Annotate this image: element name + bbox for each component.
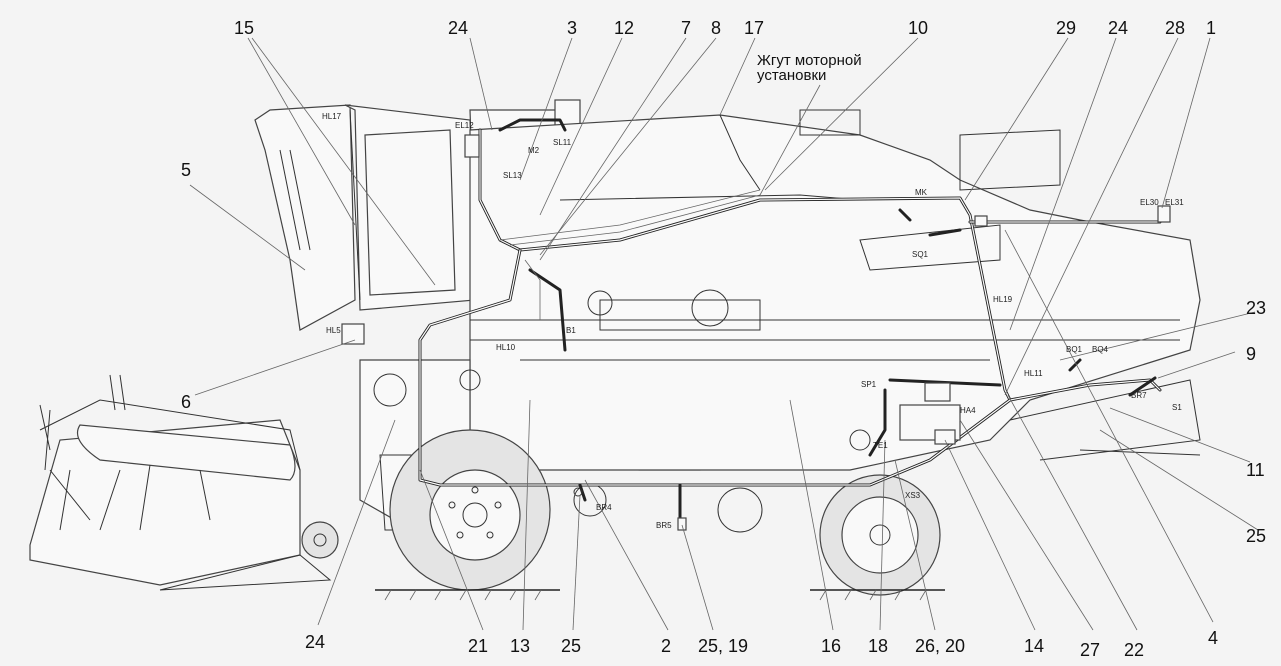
callout-9: 9 xyxy=(1246,344,1256,364)
tag-hl17: HL17 xyxy=(322,112,342,121)
callout-18: 18 xyxy=(868,636,888,656)
tag-mk: MK xyxy=(915,188,928,197)
callout-25-bottom: 25 xyxy=(561,636,581,656)
callout-23: 23 xyxy=(1246,298,1266,318)
tag-br4: BR4 xyxy=(596,503,612,512)
callout-15: 15 xyxy=(234,18,254,38)
header-reel xyxy=(29,374,339,591)
callout-2: 2 xyxy=(661,636,671,656)
engine-harness-note: Жгут моторной установки xyxy=(757,52,862,84)
callout-17: 17 xyxy=(744,18,764,38)
callout-16: 16 xyxy=(821,636,841,656)
tag-xs3: XS3 xyxy=(905,491,921,500)
callout-12: 12 xyxy=(614,18,634,38)
tag-b1: B1 xyxy=(566,326,576,335)
tag-ha4: HA4 xyxy=(960,406,976,415)
callout-numbers: 15 24 3 12 7 8 17 10 29 24 28 1 5 6 23 9… xyxy=(181,18,1266,660)
note-line-1: Жгут моторной xyxy=(757,52,862,69)
tag-hl5: HL5 xyxy=(326,326,341,335)
tag-sl11: SL11 xyxy=(553,138,572,147)
tag-sp1: SP1 xyxy=(861,380,877,389)
tag-el31: EL31 xyxy=(1165,198,1184,207)
callout-10: 10 xyxy=(908,18,928,38)
tag-sq1: SQ1 xyxy=(912,250,929,259)
callout-22: 22 xyxy=(1124,640,1144,660)
callout-7: 7 xyxy=(681,18,691,38)
tag-sl13: SL13 xyxy=(503,171,522,180)
electrical-components xyxy=(341,134,1171,531)
callout-24-right: 24 xyxy=(1108,18,1128,38)
callout-24-top: 24 xyxy=(448,18,468,38)
leader-lines xyxy=(189,37,1259,631)
callout-4: 4 xyxy=(1208,628,1218,648)
tag-hl11: HL11 xyxy=(1024,369,1043,378)
tag-m2: M2 xyxy=(528,146,540,155)
callout-8: 8 xyxy=(711,18,721,38)
tag-el30: EL30 xyxy=(1140,198,1159,207)
tag-te1: TE1 xyxy=(873,441,888,450)
callout-3: 3 xyxy=(567,18,577,38)
callout-1: 1 xyxy=(1206,18,1216,38)
tag-bq4: BQ4 xyxy=(1092,345,1109,354)
callout-13: 13 xyxy=(510,636,530,656)
callout-14: 14 xyxy=(1024,636,1044,656)
ground-lines xyxy=(375,589,945,601)
callout-25-19: 25, 19 xyxy=(698,636,748,656)
callout-28: 28 xyxy=(1165,18,1185,38)
tag-hl10: HL10 xyxy=(496,343,516,352)
callout-27: 27 xyxy=(1080,640,1100,660)
tag-bq1: BQ1 xyxy=(1066,345,1083,354)
tag-el12: EL12 xyxy=(455,121,474,130)
front-wheel xyxy=(389,429,551,591)
callout-24-bottom: 24 xyxy=(305,632,325,652)
tag-hl19: HL19 xyxy=(993,295,1013,304)
callout-29: 29 xyxy=(1056,18,1076,38)
wiring-harness xyxy=(418,118,1167,522)
callout-21: 21 xyxy=(468,636,488,656)
callout-26-20: 26, 20 xyxy=(915,636,965,656)
rear-wheel xyxy=(819,474,941,596)
callout-5: 5 xyxy=(181,160,191,180)
tag-s1: S1 xyxy=(1172,403,1182,412)
thresher-body xyxy=(469,109,1201,471)
callout-25-right: 25 xyxy=(1246,526,1266,546)
component-tags: HL17 EL12 M2 SL11 SL13 MK EL30 EL31 SQ1 … xyxy=(322,112,1184,530)
callout-11: 11 xyxy=(1246,460,1265,480)
tag-br5: BR5 xyxy=(656,521,672,530)
callout-6: 6 xyxy=(181,392,191,412)
tag-br7: BR7 xyxy=(1131,391,1147,400)
note-line-2: установки xyxy=(757,67,826,84)
